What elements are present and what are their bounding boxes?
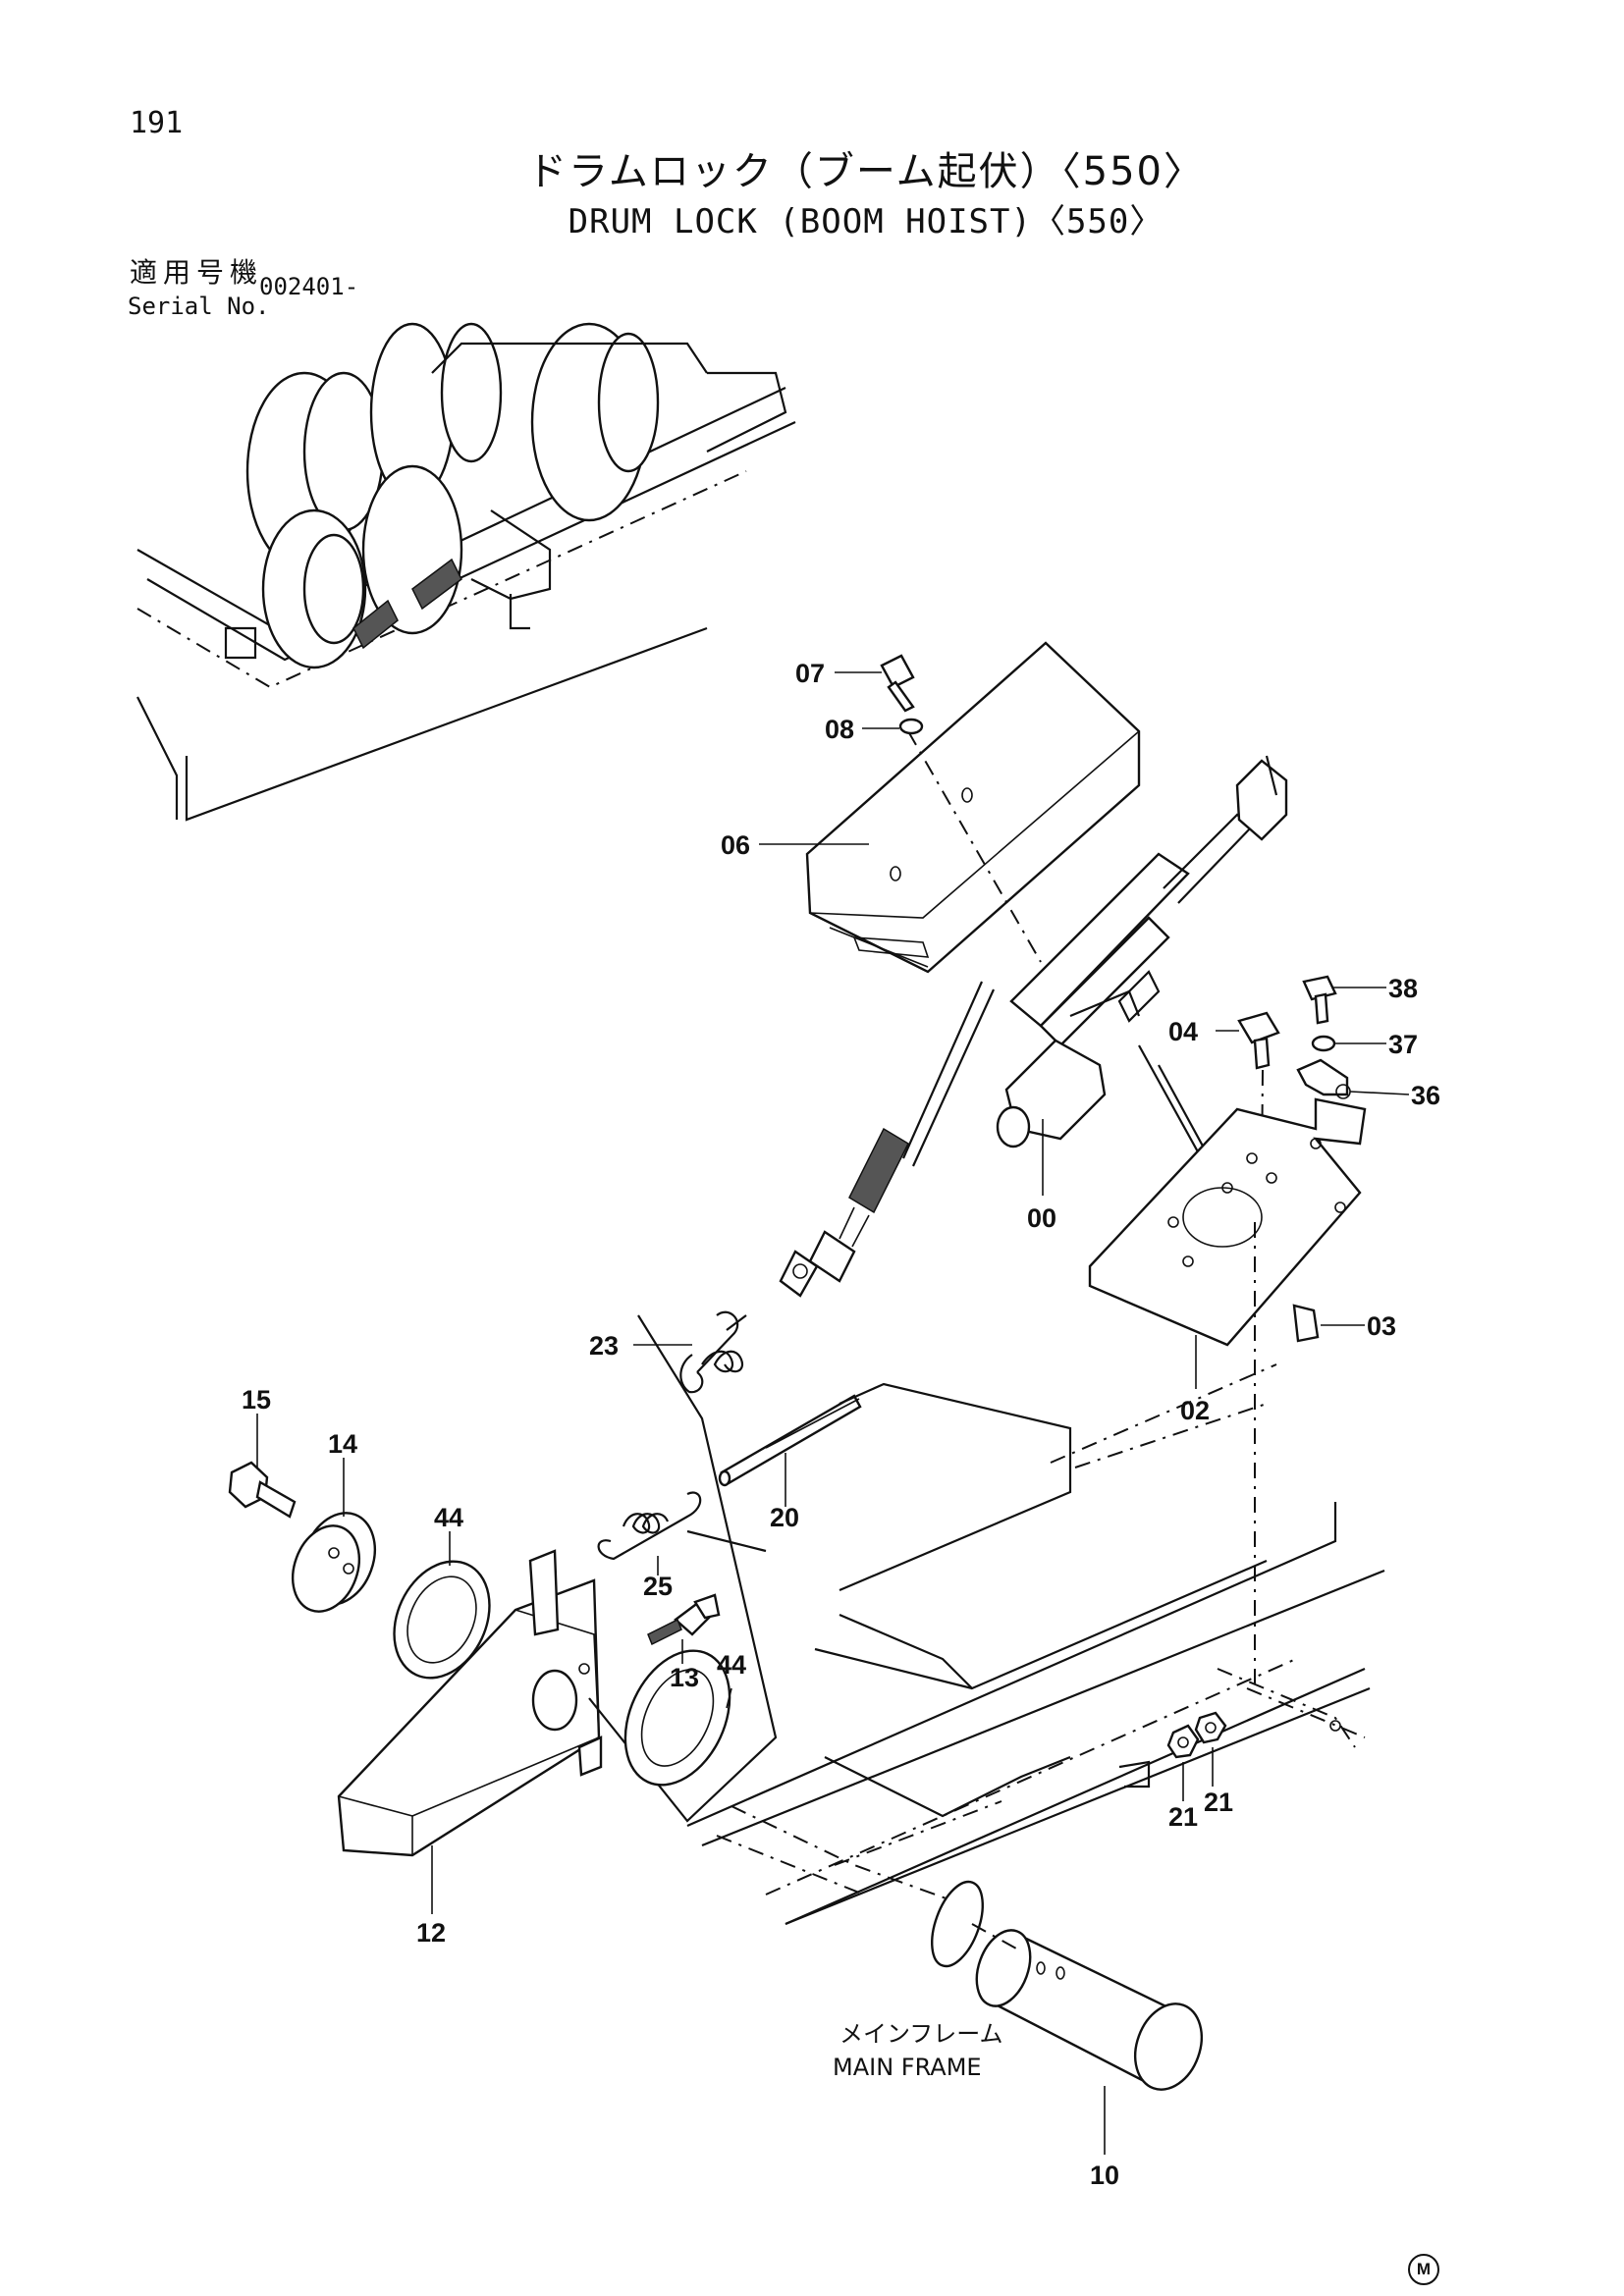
callout-44-right: 44 (717, 1650, 746, 1680)
part-38-bolt (1302, 975, 1337, 1025)
callout-03: 03 (1367, 1311, 1396, 1341)
leader-lines (256, 671, 1410, 2155)
part-02-plate (1088, 1097, 1367, 1347)
manufacturer-mark: M (1408, 2254, 1439, 2285)
callout-02: 02 (1180, 1396, 1210, 1425)
callout-14: 14 (328, 1429, 357, 1459)
serial-number-value: 002401- (259, 273, 359, 300)
serial-label-japanese: 適用号機 (130, 256, 264, 289)
callout-07: 07 (795, 659, 825, 688)
part-06-cover (805, 641, 1141, 974)
part-15-bolt (228, 1461, 297, 1519)
callout-12: 12 (416, 1918, 446, 1948)
part-14-plate-washer (292, 1512, 376, 1613)
callout-20: 20 (770, 1503, 799, 1532)
part-36-clip (1296, 1058, 1351, 1099)
callout-21-a: 21 (1168, 1802, 1198, 1832)
callout-13: 13 (670, 1663, 699, 1692)
part-21-nut-b (1194, 1711, 1227, 1744)
callout-10: 10 (1090, 2161, 1119, 2190)
callout-04: 04 (1168, 1017, 1198, 1046)
part-25-spring (597, 1491, 702, 1561)
part-44-shim-left (393, 1560, 491, 1680)
serial-label-english: Serial No. (128, 293, 270, 320)
page-number: 191 (130, 106, 184, 140)
part-23-spring (679, 1310, 747, 1394)
main-frame-outline (686, 1222, 1385, 1926)
callout-23: 23 (589, 1331, 619, 1361)
title-japanese: ドラムロック（ブーム起伏）〈550〉 (527, 149, 1205, 194)
part-04-bolt (1237, 1011, 1280, 1179)
part-08-washer (898, 718, 924, 735)
part-13-grease-fitting (647, 1593, 721, 1646)
callout-44-left: 44 (434, 1503, 463, 1532)
callout-15: 15 (242, 1385, 271, 1415)
part-44-shim-right (623, 1649, 731, 1787)
part-20-rod (718, 1394, 862, 1487)
callout-25: 25 (643, 1572, 673, 1601)
callout-00: 00 (1027, 1203, 1056, 1233)
overview-winch-drawing (136, 322, 796, 822)
callout-21-b: 21 (1204, 1788, 1233, 1817)
callout-36: 36 (1411, 1081, 1440, 1110)
callout-labels: 07 08 06 38 04 37 36 00 03 02 23 15 14 4… (242, 659, 1440, 2190)
main-frame-label-english: MAIN FRAME (833, 2054, 982, 2081)
part-10-pin (931, 1880, 1203, 2091)
part-07-bolt (880, 654, 915, 713)
callout-38: 38 (1388, 974, 1418, 1003)
callout-37: 37 (1388, 1030, 1418, 1059)
part-00-actuator (779, 755, 1288, 1298)
main-frame-label-japanese: メインフレーム (839, 2020, 1003, 2048)
part-03-bolt (1292, 1304, 1320, 1343)
title-english: DRUM LOCK (BOOM HOIST)〈550〉 (568, 202, 1164, 241)
callout-06: 06 (721, 830, 750, 860)
part-37-washer (1311, 1035, 1336, 1052)
callout-08: 08 (825, 715, 854, 744)
part-21-nut-a (1166, 1724, 1200, 1759)
part-12-lever (337, 1314, 778, 1857)
